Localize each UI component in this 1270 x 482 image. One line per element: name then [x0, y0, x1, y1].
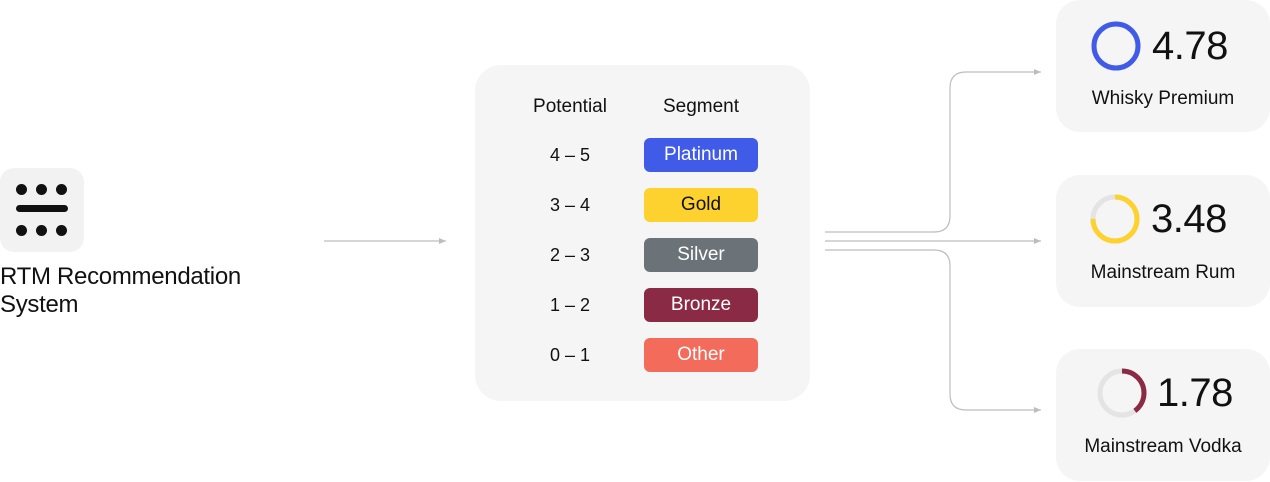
table-to-vodka-arrow	[825, 249, 1041, 413]
system-title: RTM Recommendation System	[0, 263, 241, 318]
grid-dots-icon	[0, 168, 84, 252]
segment-badge-gold: Gold	[644, 188, 758, 222]
table-to-whisky-arrow	[825, 69, 1041, 233]
score-ring-rum	[1090, 194, 1140, 244]
product-label: Whisky Premium	[1091, 88, 1235, 109]
range-cell: 0 – 1	[549, 345, 591, 365]
score-ring-vodka	[1097, 368, 1147, 418]
score-value: 1.78	[1157, 371, 1233, 415]
range-cell: 2 – 3	[549, 245, 591, 265]
score-ring-whisky	[1091, 21, 1141, 71]
segment-badge-other: Other	[644, 338, 758, 372]
range-cell: 4 – 5	[549, 145, 591, 165]
recommendation-card-whisky	[1056, 0, 1270, 132]
score-value: 4.78	[1152, 24, 1228, 68]
recommendation-card-vodka	[1056, 349, 1270, 481]
recommendation-card-rum	[1056, 175, 1270, 307]
range-cell: 1 – 2	[549, 295, 591, 315]
score-value: 3.48	[1151, 197, 1227, 241]
segment-badge-silver: Silver	[644, 238, 758, 272]
product-label: Mainstream Vodka	[1084, 436, 1242, 457]
segment-badge-platinum: Platinum	[644, 138, 758, 172]
range-cell: 3 – 4	[549, 195, 591, 215]
segment-badge-bronze: Bronze	[644, 288, 758, 322]
segment-header: Segment	[662, 96, 740, 117]
potential-header: Potential	[533, 96, 607, 117]
product-label: Mainstream Rum	[1090, 262, 1236, 283]
